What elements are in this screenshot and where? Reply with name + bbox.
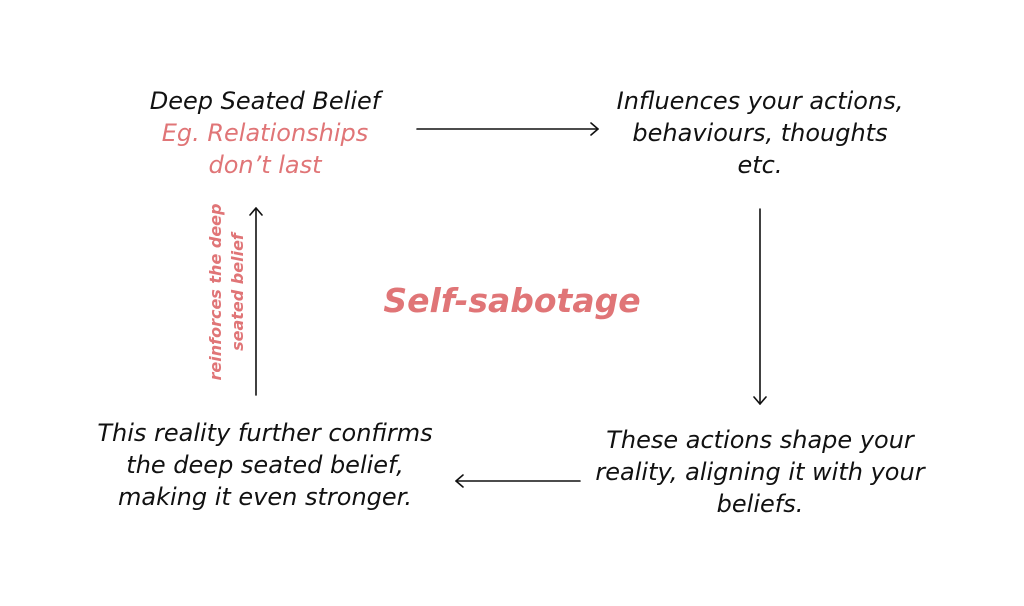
node-line1: This reality further confirms (97, 419, 433, 447)
node-line1: Influences your actions, (616, 87, 904, 115)
node-confirms-belief: This reality further confirms the deep s… (80, 417, 450, 513)
node-shape-reality: These actions shape your reality, aligni… (575, 424, 945, 520)
node-line2: behaviours, thoughts (632, 119, 888, 147)
arrow-down-right (753, 208, 767, 405)
node-line2: the deep seated belief, (126, 451, 404, 479)
arrow-up-left (249, 207, 263, 396)
node-example-line1: Eg. Relationships (161, 119, 369, 147)
node-line2: reality, aligning it with your (595, 458, 925, 486)
node-influences-actions: Influences your actions, behaviours, tho… (590, 85, 930, 181)
node-line3: etc. (737, 151, 783, 179)
arrow-right-top (416, 122, 599, 136)
diagram-title: Self-sabotage (383, 281, 641, 320)
node-line3: making it even stronger. (118, 483, 412, 511)
node-line1: These actions shape your (606, 426, 914, 454)
node-deep-seated-belief: Deep Seated Belief Eg. Relationships don… (110, 85, 420, 181)
node-title: Deep Seated Belief (149, 87, 381, 115)
arrow-left-bottom (455, 474, 581, 488)
node-line3: beliefs. (716, 490, 804, 518)
node-example-line2: don’t last (208, 151, 322, 179)
